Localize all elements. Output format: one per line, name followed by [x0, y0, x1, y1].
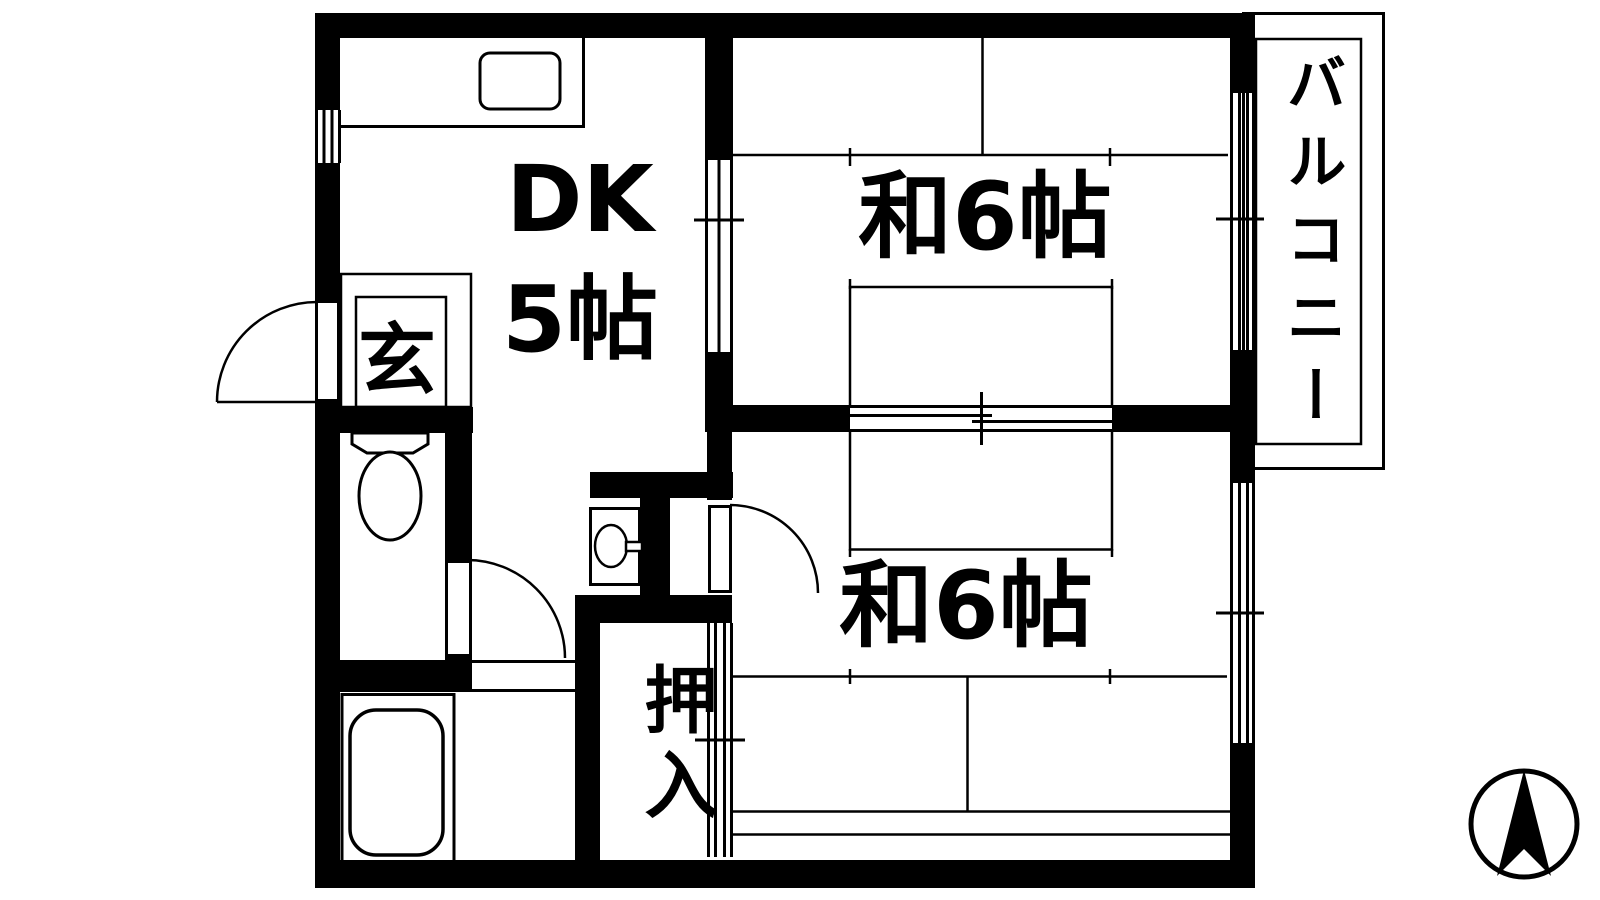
- bathtub: [348, 708, 445, 857]
- balcony-outline: [1242, 12, 1385, 470]
- wall-below-entrance: [327, 407, 473, 433]
- tatami-lines-top-room: [733, 38, 1228, 406]
- bathroom-door: [445, 558, 567, 659]
- wall-left-2: [315, 163, 340, 300]
- wall-left-3: [315, 402, 340, 888]
- toilet-tank: [350, 431, 430, 455]
- wall-dk-divider-top: [705, 38, 733, 160]
- room-label-genkan: 玄: [357, 316, 436, 406]
- wall-dk-divider-bottom: [705, 352, 733, 432]
- wall-above-closet: [575, 595, 732, 623]
- toilet: [350, 431, 430, 542]
- room-label-oshiire: 押入: [632, 662, 717, 832]
- entrance-door: [215, 300, 340, 404]
- wall-closet-left: [575, 623, 600, 860]
- room-label-washitsu-bottom: 和6帖: [839, 552, 1093, 661]
- window-right-bottom: [1216, 483, 1264, 743]
- wall-between-rooms-right: [1112, 405, 1230, 432]
- room-label-balcony: バルコニー: [1276, 52, 1346, 442]
- washbasin: [589, 507, 644, 586]
- window-left-wall: [315, 110, 341, 163]
- wall-above-washroom: [590, 472, 733, 498]
- dk-size: 5帖: [501, 265, 658, 373]
- wall-between-rooms-left: [733, 405, 850, 432]
- sliding-door-dk-washitsu: [694, 160, 744, 352]
- wall-above-bathroom: [315, 660, 472, 692]
- genkan-step: [339, 272, 473, 409]
- room-label-dk: DK 5帖: [430, 140, 730, 379]
- washbasin-faucet: [624, 540, 644, 553]
- tatami-lines-bottom-room: [733, 432, 1230, 836]
- wall-bottom: [315, 860, 1255, 888]
- dk-name: DK: [506, 146, 654, 253]
- walls: [315, 13, 1255, 888]
- kitchen-counter: [340, 38, 585, 128]
- wall-top: [315, 13, 1255, 38]
- wall-left-1: [315, 13, 340, 110]
- wall-right-of-washbasin: [640, 498, 670, 595]
- toilet-bowl: [357, 450, 423, 542]
- compass-north-arrow: [1468, 768, 1580, 880]
- sliding-door-closet: [695, 623, 745, 857]
- room-label-washitsu-top: 和6帖: [858, 163, 1112, 272]
- washitsu-bottom-door: [708, 503, 820, 594]
- sliding-door-between-rooms: [850, 392, 1112, 445]
- kitchen-sink: [478, 51, 562, 111]
- washbasin-bowl: [593, 523, 629, 569]
- wall-right-3: [1230, 743, 1255, 888]
- window-right-top: [1216, 93, 1264, 350]
- bathroom: [340, 660, 575, 860]
